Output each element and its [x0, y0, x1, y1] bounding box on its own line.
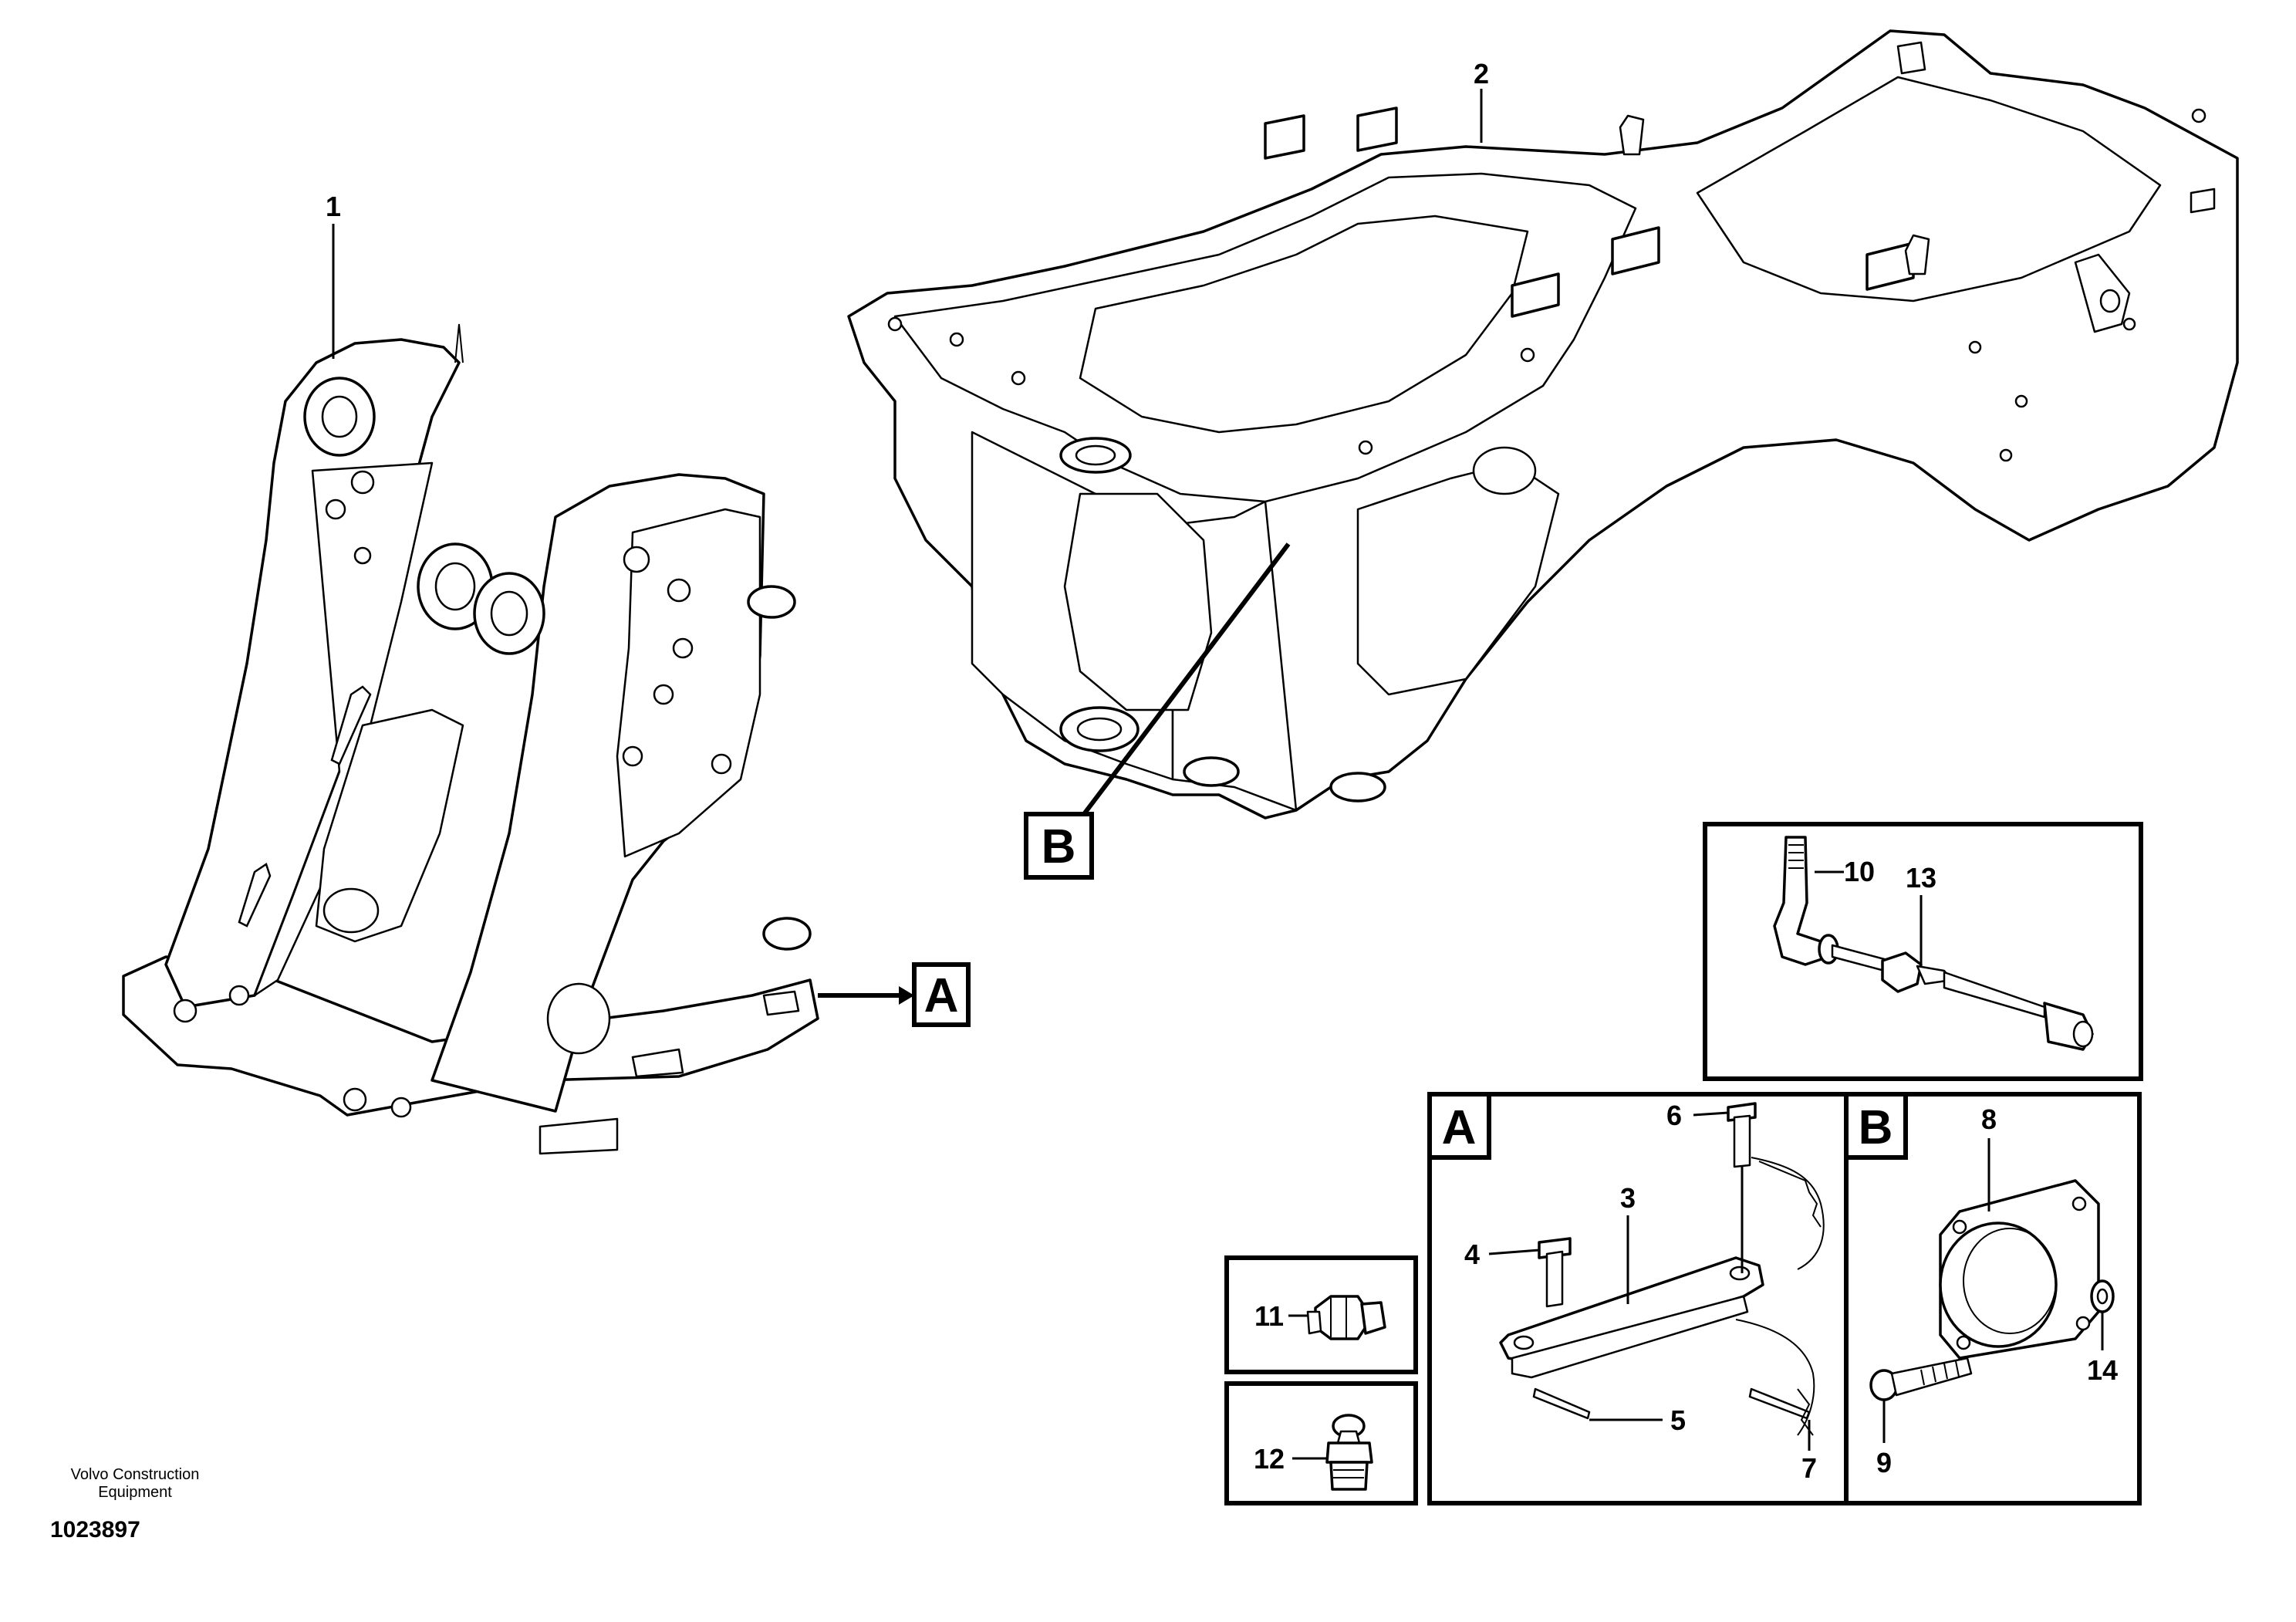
callout-7: 7 — [1801, 1452, 1817, 1484]
reference-box-b-letter: B — [1042, 820, 1076, 874]
front-frame-drawing — [122, 323, 819, 1155]
callout-12: 12 — [1254, 1443, 1285, 1475]
callout-13: 13 — [1906, 862, 1936, 894]
callout-9: 9 — [1876, 1447, 1892, 1478]
detail-box-b-letter: B — [1859, 1101, 1893, 1154]
callout-11: 11 — [1254, 1300, 1284, 1332]
manufacturer-line-1: Volvo Construction — [70, 1466, 200, 1483]
detail-box-a-letter: A — [1442, 1101, 1477, 1154]
detail-box-hose — [1703, 822, 2143, 1081]
reference-box-b: B — [1024, 812, 1094, 880]
callout-8: 8 — [1981, 1103, 1997, 1135]
document-number: 1023897 — [50, 1517, 140, 1543]
manufacturer-line-2: Equipment — [98, 1484, 172, 1501]
detail-box-nipple-12 — [1224, 1381, 1418, 1505]
reference-box-a-letter: A — [924, 969, 959, 1022]
reference-box-a: A — [912, 962, 971, 1027]
callout-1: 1 — [326, 191, 341, 222]
callout-4: 4 — [1464, 1238, 1480, 1270]
detail-box-a: A — [1427, 1092, 1849, 1505]
callout-2: 2 — [1474, 58, 1489, 90]
callout-6: 6 — [1666, 1100, 1682, 1131]
detail-box-nipple-11 — [1224, 1255, 1418, 1374]
callout-14: 14 — [2087, 1354, 2118, 1386]
callout-10: 10 — [1844, 856, 1875, 887]
rear-frame-drawing — [847, 29, 2239, 819]
callout-5: 5 — [1670, 1404, 1686, 1436]
leader-lines — [332, 89, 1483, 1005]
detail-box-b: B — [1844, 1092, 2142, 1505]
manufacturer-caption: Volvo Construction Equipment — [31, 1466, 239, 1502]
callout-3: 3 — [1620, 1182, 1636, 1214]
